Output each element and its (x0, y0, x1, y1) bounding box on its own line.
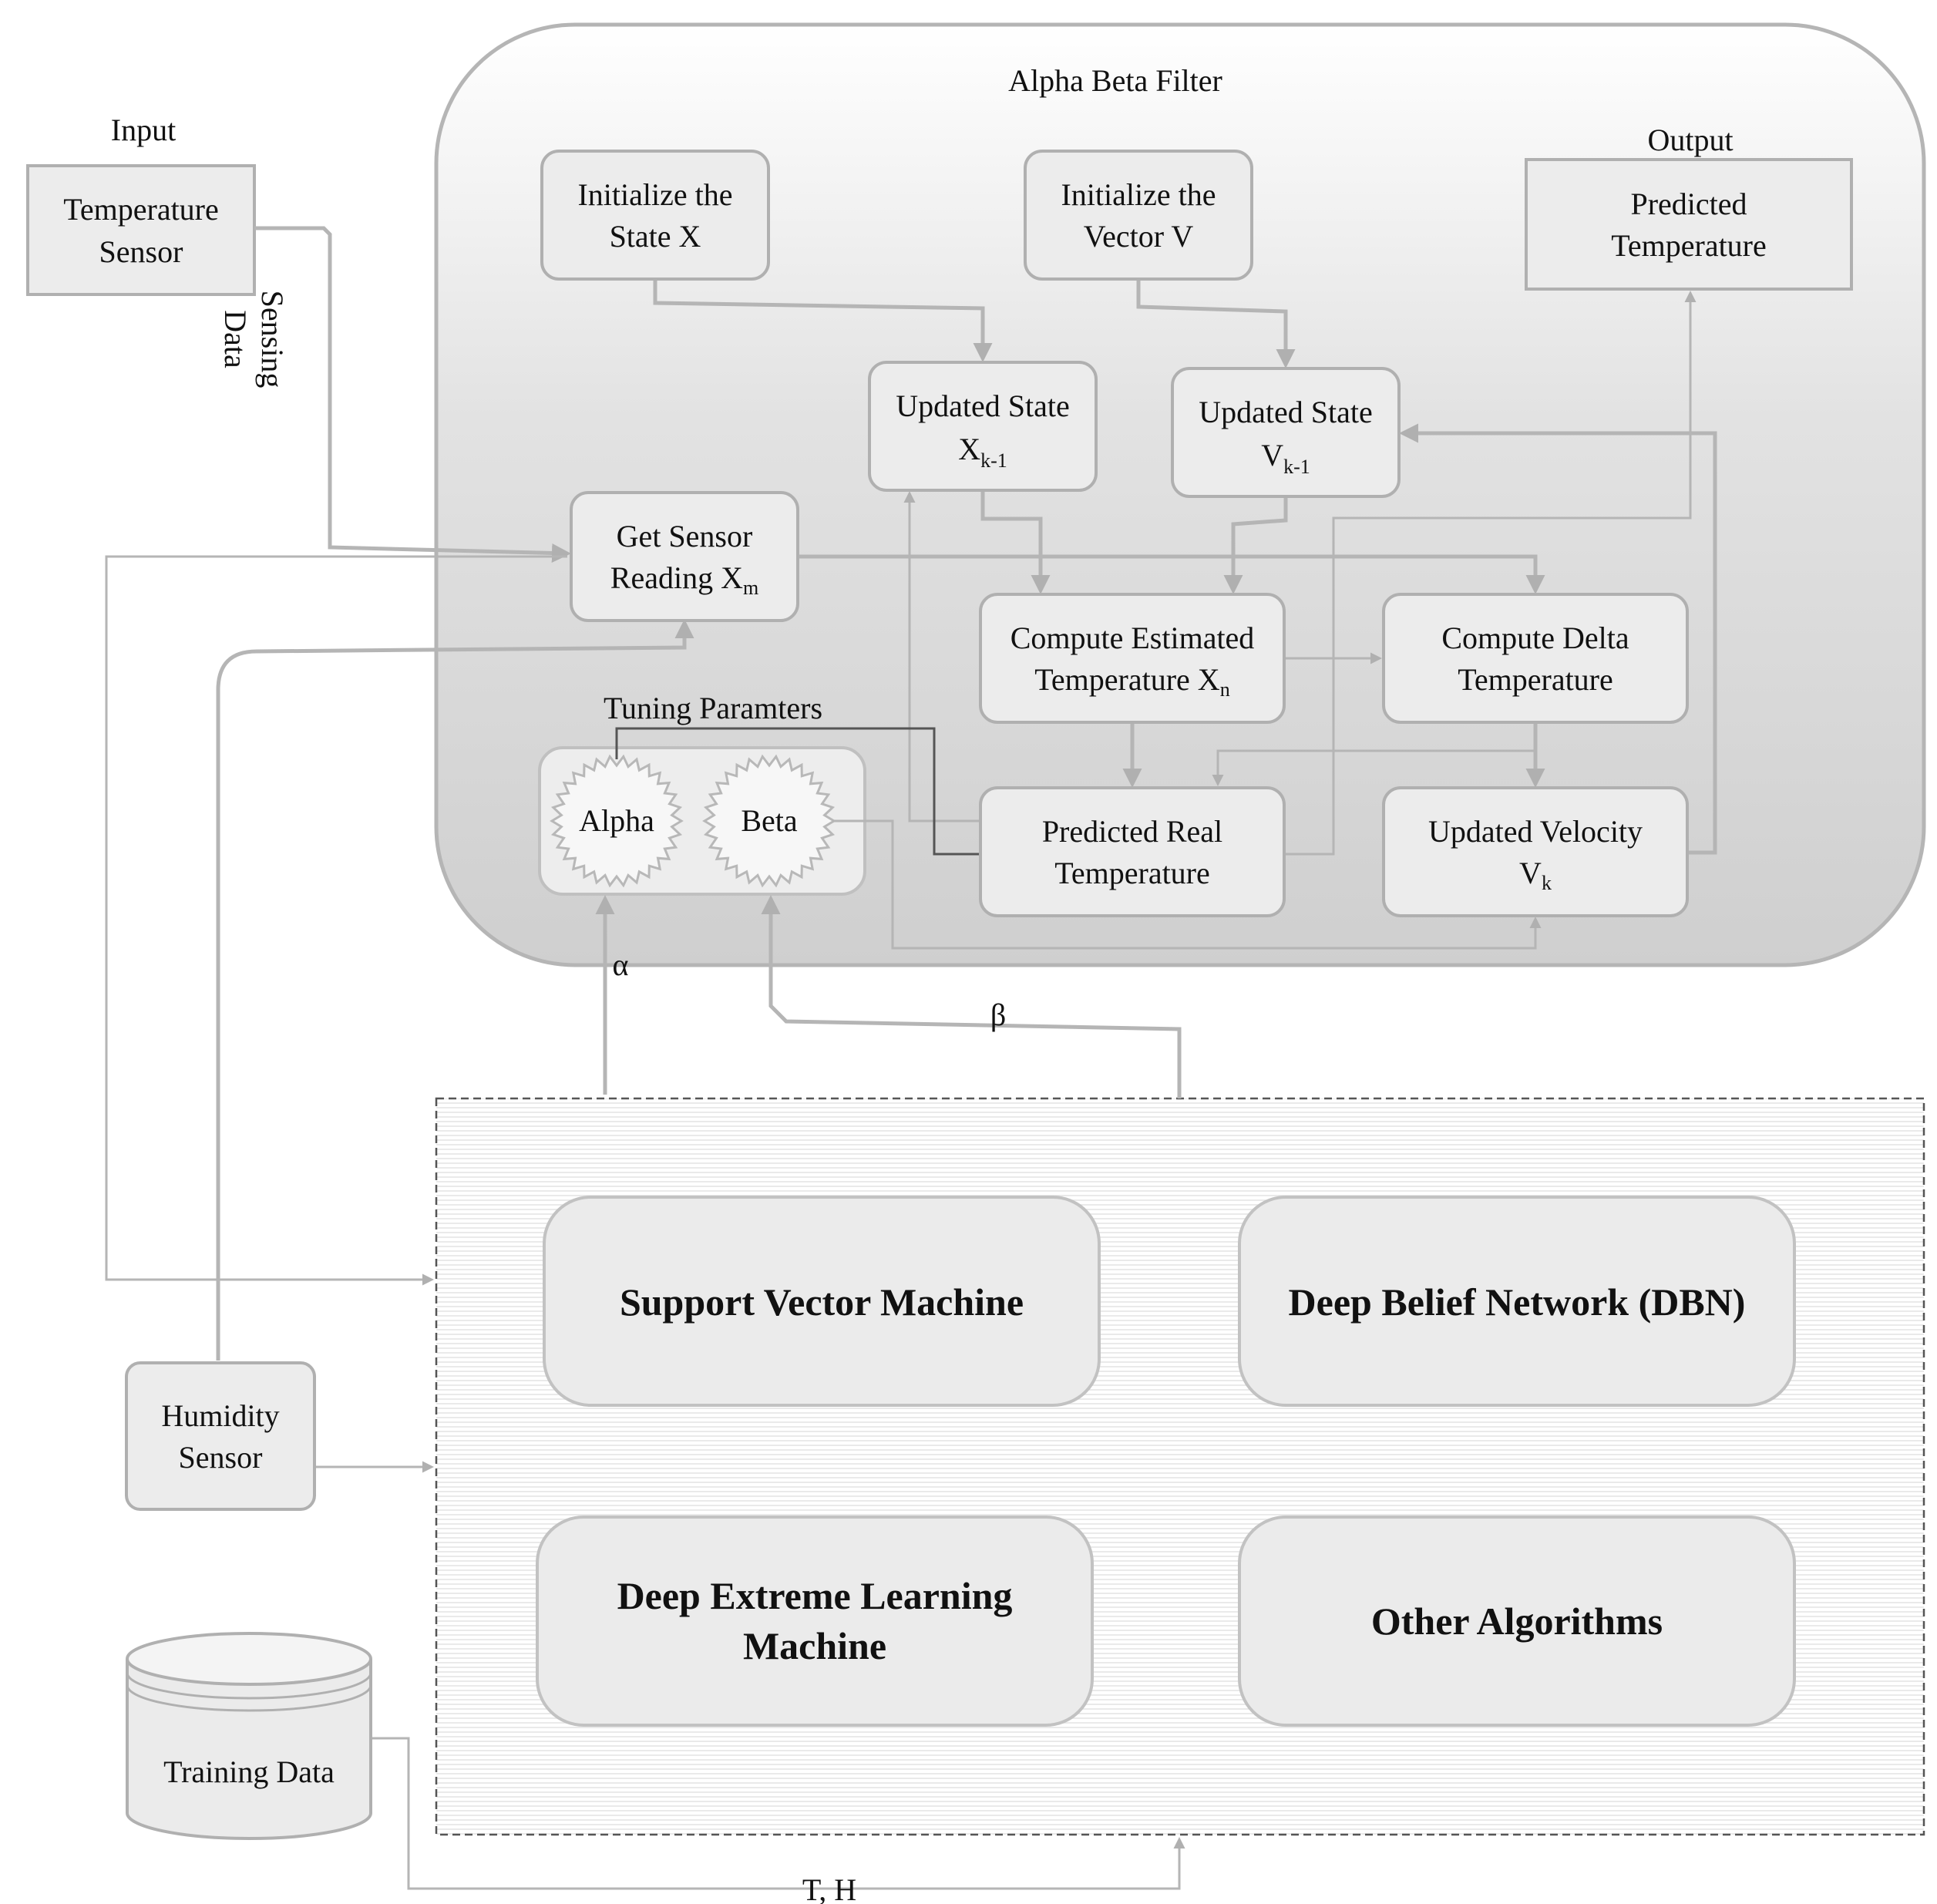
connector-init-state-to-updated-x (653, 281, 993, 362)
tuning-parameters-label: Tuning Paramters (604, 691, 822, 725)
output-predicted-temperature-box: Predicted Temperature (1525, 158, 1853, 291)
get-sensor-reading-sub: m (743, 577, 758, 599)
connector-alpha-to-predicted (615, 727, 979, 856)
svg-text:Vk: Vk (1519, 856, 1552, 894)
connector-reading-to-delta (799, 554, 1545, 594)
compute-delta-line1: Compute Delta (1441, 621, 1629, 655)
delm-line1: Deep Extreme Learning (617, 1574, 1013, 1617)
predicted-real-line2: Temperature (1054, 856, 1210, 890)
temperature-sensor-box: Temperature Sensor (26, 164, 256, 296)
svg-text:Reading Xm: Reading Xm (610, 560, 758, 599)
th-label: T, H (802, 1872, 856, 1904)
training-data-label: Training Data (163, 1754, 335, 1789)
predicted-real-line1: Predicted Real (1042, 814, 1222, 849)
updated-state-x-sub: k-1 (980, 449, 1007, 472)
alpha-symbol: α (613, 947, 629, 982)
temperature-sensor-line1: Temperature (63, 192, 219, 227)
connector-left-feed-to-algorithms (105, 555, 567, 1286)
compute-delta-line2: Temperature (1458, 662, 1613, 697)
temperature-sensor-line2: Sensor (99, 234, 183, 269)
other-algorithms-box: Other Algorithms (1238, 1515, 1796, 1727)
output-line2: Temperature (1611, 228, 1767, 263)
training-data-cylinder-icon: Training Data (126, 1632, 372, 1840)
dbn-box: Deep Belief Network (DBN) (1238, 1196, 1796, 1407)
humidity-line2: Sensor (179, 1440, 263, 1475)
updated-state-x-box: Updated State Xk-1 (868, 361, 1098, 492)
updated-state-v-line2: V (1261, 438, 1283, 473)
connector-predicted-to-output (1286, 291, 1697, 856)
other-algorithms-label: Other Algorithms (1371, 1600, 1663, 1643)
updated-velocity-sub: k (1542, 872, 1552, 894)
initialize-vector-line2: Vector V (1084, 219, 1194, 254)
connector-predicted-to-updated-x (903, 491, 979, 822)
updated-state-v-line1: Updated State (1199, 395, 1373, 429)
updated-velocity-box: Updated Velocity Vk (1382, 786, 1689, 917)
svg-text:Xk-1: Xk-1 (958, 432, 1007, 472)
svg-text:Vk-1: Vk-1 (1261, 438, 1310, 478)
get-sensor-reading-box: Get Sensor Reading Xm (570, 491, 799, 622)
updated-velocity-line2: V (1519, 856, 1542, 890)
initialize-vector-line1: Initialize the (1061, 177, 1216, 212)
svm-label: Support Vector Machine (620, 1280, 1024, 1324)
humidity-sensor-box: Humidity Sensor (125, 1361, 316, 1511)
updated-velocity-line1: Updated Velocity (1428, 814, 1643, 849)
alpha-gear-icon (550, 754, 684, 888)
alpha-label: Alpha (579, 803, 654, 838)
dbn-label: Deep Belief Network (DBN) (1289, 1280, 1746, 1324)
beta-symbol: β (990, 997, 1006, 1032)
connector-init-vector-to-updated-v (1136, 281, 1296, 368)
initialize-vector-box: Initialize the Vector V (1024, 150, 1253, 281)
sensing-data-line1: Sensing (255, 291, 290, 389)
connector-sensor-to-reading (254, 226, 571, 563)
initialize-state-line2: State X (610, 219, 701, 254)
get-sensor-reading-line1: Get Sensor (617, 519, 753, 553)
compute-delta-box: Compute Delta Temperature (1382, 593, 1689, 724)
sensing-data-label: Sensing Data (218, 291, 290, 389)
filter-title: Alpha Beta Filter (1008, 63, 1222, 98)
updated-state-v-box: Updated State Vk-1 (1171, 367, 1401, 498)
input-heading: Input (111, 113, 176, 147)
connector-feedback-to-predicted (1212, 749, 1535, 786)
compute-estimated-box: Compute Estimated Temperature Xn (979, 593, 1286, 724)
updated-state-v-sub: k-1 (1283, 456, 1310, 478)
updated-state-x-line1: Updated State (896, 389, 1070, 423)
connector-beta-to-velocity (832, 819, 1542, 950)
connector-training-to-algorithms (372, 1737, 1185, 1890)
compute-estimated-sub: n (1220, 678, 1230, 701)
output-line1: Predicted (1630, 187, 1747, 221)
delm-box: Deep Extreme Learning Machine (536, 1515, 1094, 1727)
compute-estimated-line1: Compute Estimated (1011, 621, 1255, 655)
humidity-line1: Humidity (161, 1398, 279, 1433)
get-sensor-reading-line2: Reading X (610, 560, 743, 595)
output-heading: Output (1647, 123, 1733, 157)
svm-box: Support Vector Machine (543, 1196, 1101, 1407)
compute-estimated-line2: Temperature X (1034, 662, 1220, 697)
delm-line2: Machine (743, 1624, 886, 1667)
updated-state-x-line2: X (958, 432, 980, 466)
connector-humidity-to-reading (216, 619, 694, 1361)
sensing-data-line2: Data (218, 310, 253, 368)
connector-algorithms-to-beta (761, 895, 1182, 1098)
svg-text:Temperature Xn: Temperature Xn (1034, 662, 1229, 701)
beta-gear-icon (702, 754, 836, 888)
connector-velocity-to-updated-v (1399, 423, 1717, 855)
initialize-state-line1: Initialize the (577, 177, 732, 212)
predicted-real-temperature-box: Predicted Real Temperature (979, 786, 1286, 917)
initialize-state-box: Initialize the State X (540, 150, 770, 281)
beta-label: Beta (741, 803, 798, 838)
